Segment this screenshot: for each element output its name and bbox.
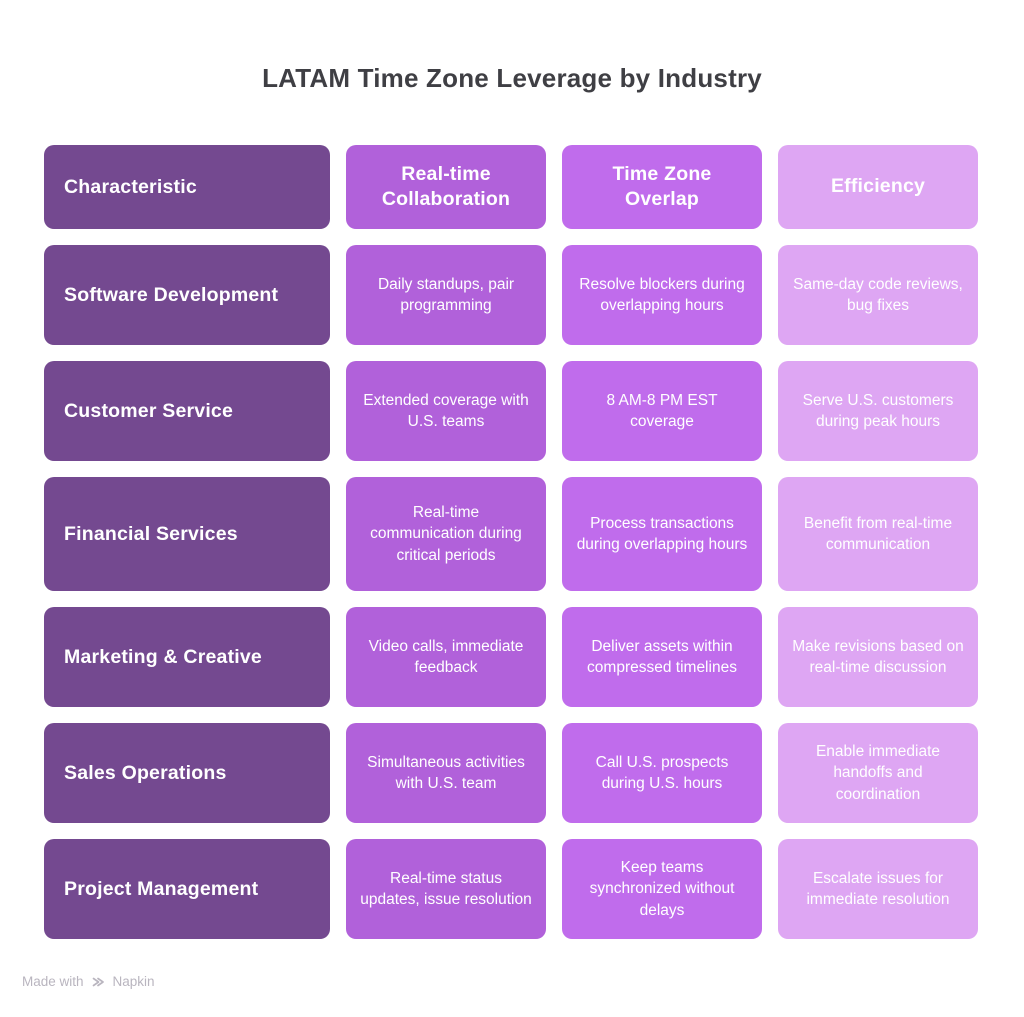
row-label-sales-operations: Sales Operations [44,723,330,823]
cell-financial-services-collaboration: Real-time communication during critical … [346,477,546,591]
cell-sales-operations-collaboration: Simultaneous activities with U.S. team [346,723,546,823]
table-grid: Characteristic Real-time Collaboration T… [44,145,978,939]
cell-software-development-overlap: Resolve blockers during overlapping hour… [562,245,762,345]
row-label-project-management: Project Management [44,839,330,939]
made-with-text: Made with [22,974,84,989]
cell-project-management-collaboration: Real-time status updates, issue resoluti… [346,839,546,939]
cell-financial-services-overlap: Process transactions during overlapping … [562,477,762,591]
page-title: LATAM Time Zone Leverage by Industry [262,63,762,93]
napkin-logo-icon [91,975,106,989]
cell-marketing-creative-collaboration: Video calls, immediate feedback [346,607,546,707]
header-cell-characteristic: Characteristic [44,145,330,229]
row-label-marketing-creative: Marketing & Creative [44,607,330,707]
header-cell-time-zone-overlap: Time Zone Overlap [562,145,762,229]
cell-marketing-creative-overlap: Deliver assets within compressed timelin… [562,607,762,707]
header-cell-efficiency: Efficiency [778,145,978,229]
cell-marketing-creative-efficiency: Make revisions based on real-time discus… [778,607,978,707]
cell-customer-service-overlap: 8 AM-8 PM EST coverage [562,361,762,461]
cell-project-management-overlap: Keep teams synchronized without delays [562,839,762,939]
cell-sales-operations-overlap: Call U.S. prospects during U.S. hours [562,723,762,823]
header-cell-realtime-collaboration: Real-time Collaboration [346,145,546,229]
cell-customer-service-efficiency: Serve U.S. customers during peak hours [778,361,978,461]
cell-software-development-collaboration: Daily standups, pair programming [346,245,546,345]
row-label-financial-services: Financial Services [44,477,330,591]
cell-financial-services-efficiency: Benefit from real-time communication [778,477,978,591]
row-label-software-development: Software Development [44,245,330,345]
made-with-napkin-attribution: Made with Napkin [22,974,155,989]
cell-software-development-efficiency: Same-day code reviews, bug fixes [778,245,978,345]
cell-sales-operations-efficiency: Enable immediate handoffs and coordinati… [778,723,978,823]
napkin-brand-text: Napkin [112,974,155,989]
cell-customer-service-collaboration: Extended coverage with U.S. teams [346,361,546,461]
row-label-customer-service: Customer Service [44,361,330,461]
cell-project-management-efficiency: Escalate issues for immediate resolution [778,839,978,939]
